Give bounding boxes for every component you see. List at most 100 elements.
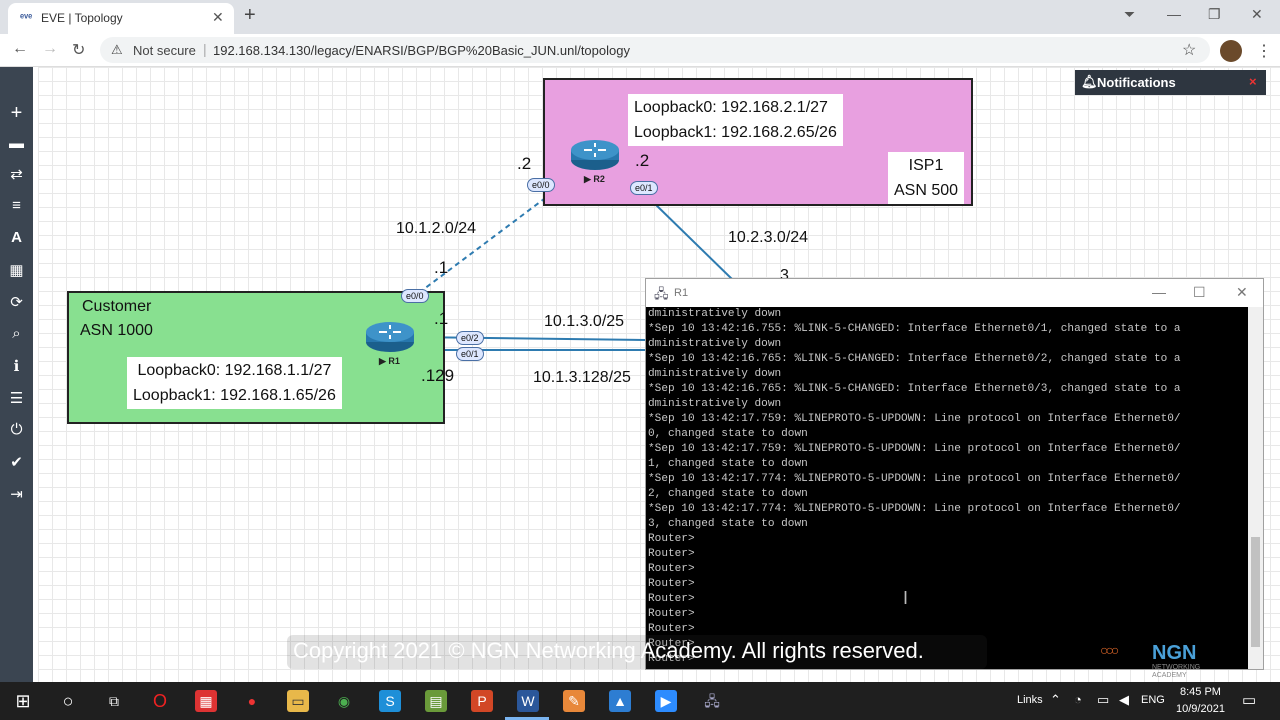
r3-partial-ip[interactable]: 3 <box>780 267 789 284</box>
terminal-scroll-thumb[interactable] <box>1251 537 1260 647</box>
url-bar[interactable]: ⚠ Not secure | 192.168.134.130/legacy/EN… <box>100 37 1210 63</box>
router-r1-icon[interactable] <box>365 320 415 354</box>
forward-icon[interactable]: → <box>42 40 58 57</box>
link-r1-e02 <box>409 336 646 341</box>
tray-time[interactable]: 8:45 PM <box>1180 686 1221 698</box>
opera-icon[interactable]: O <box>152 691 167 711</box>
chrome-icon[interactable]: ◉ <box>337 693 351 709</box>
grid-icon[interactable]: ▦ <box>9 262 24 279</box>
zoom-icon[interactable]: ⌕ <box>12 325 21 342</box>
r1-top-ip[interactable]: .1 <box>434 258 449 277</box>
r2-right-ip[interactable]: .2 <box>635 151 650 170</box>
customer-loopback0: Loopback0: 192.168.1.1/27 <box>137 362 332 379</box>
tab-eve-topology[interactable]: ᵉᵛᵉ EVE | Topology ✕ <box>8 3 234 34</box>
net-10-1-3[interactable]: 10.1.3.0/25 <box>544 313 625 330</box>
refresh-icon[interactable]: ⟳ <box>10 294 23 311</box>
zoom-icon[interactable]: ▶ <box>655 690 677 712</box>
terminal-title: R1 <box>674 287 689 299</box>
tray-language[interactable]: ENG <box>1141 694 1165 706</box>
iface-r1-e00[interactable]: e0/0 <box>401 289 429 303</box>
close-window-icon[interactable]: ✕ <box>1251 6 1263 22</box>
profile-avatar[interactable] <box>1220 40 1242 62</box>
word-active-indicator <box>505 717 549 720</box>
photos-icon[interactable]: ▲ <box>609 690 631 712</box>
router-r2-label[interactable]: ▶ R2 <box>584 174 605 184</box>
back-icon[interactable]: ← <box>12 40 28 57</box>
terminal-titlebar[interactable]: 🖧 R1 — ☐ ✕ <box>646 279 1263 307</box>
notifications-label: Notifications <box>1097 75 1176 90</box>
info-icon[interactable]: ℹ <box>13 358 20 375</box>
customer-loopback1: Loopback1: 192.168.1.65/26 <box>133 387 336 404</box>
terminal-minimize-icon[interactable]: — <box>1152 284 1166 300</box>
net-10-1-2[interactable]: 10.1.2.0/24 <box>396 220 477 237</box>
r1-e02-ip[interactable]: .1 <box>434 309 449 328</box>
tray-wifi-icon[interactable]: ◔ <box>1074 692 1082 707</box>
isp1-asn-label[interactable]: ISP1 ASN 500 <box>888 152 965 204</box>
net-10-2-3[interactable]: 10.2.3.0/24 <box>728 229 809 246</box>
device-icon[interactable]: ▬ <box>9 135 24 152</box>
task-view-icon[interactable]: ⧉ <box>109 693 119 709</box>
search-circle-icon[interactable]: ○ <box>62 691 74 711</box>
logout-icon[interactable]: ⇥ <box>10 486 23 503</box>
paint-icon[interactable]: ✎ <box>563 690 585 712</box>
terminal-line: Router> <box>648 623 695 635</box>
tray-volume-icon[interactable]: ◀ <box>1119 692 1129 707</box>
customer-loopback-label[interactable]: Loopback0: 192.168.1.1/27 Loopback1: 192… <box>127 357 342 409</box>
terminal-window-r1[interactable]: 🖧 R1 — ☐ ✕ dministratively down*Sep 10 1… <box>645 278 1264 670</box>
reload-icon[interactable]: ↻ <box>72 42 86 59</box>
skype-icon[interactable]: S <box>379 690 401 712</box>
check-icon[interactable]: ✔ <box>10 454 23 471</box>
terminal-maximize-icon[interactable]: ☐ <box>1193 284 1206 300</box>
iface-r2-e01[interactable]: e0/1 <box>630 181 658 195</box>
tray-chevron-icon[interactable]: ⌃ <box>1050 692 1061 707</box>
links-toolbar[interactable]: Links <box>1017 694 1043 706</box>
network-icon[interactable]: ⇄ <box>10 166 23 183</box>
file-explorer-icon[interactable]: ▭ <box>287 690 309 712</box>
url-separator: | <box>203 41 207 57</box>
minimize-icon[interactable]: — <box>1167 6 1181 22</box>
bookmark-star-icon[interactable]: ☆ <box>1182 42 1197 59</box>
app-grid-icon[interactable]: ▦ <box>195 690 217 712</box>
powerpoint-icon[interactable]: P <box>471 690 493 712</box>
not-secure-label[interactable]: Not secure <box>133 43 196 58</box>
iface-r1-e01[interactable]: e0/1 <box>456 347 484 361</box>
notifications-close-icon[interactable]: × <box>1249 74 1257 89</box>
tray-network-icon[interactable]: ▭ <box>1097 692 1110 707</box>
profile-menu-icon[interactable]: ⏷ <box>1124 6 1136 22</box>
word-icon[interactable]: W <box>517 690 539 712</box>
network-app-icon[interactable]: 🖧 <box>704 693 720 709</box>
iface-r2-e00[interactable]: e0/0 <box>527 178 555 192</box>
tray-date[interactable]: 10/9/2021 <box>1176 703 1225 715</box>
terminal-line: Router> <box>648 548 695 560</box>
record-icon[interactable]: ● <box>247 693 257 709</box>
new-tab-button[interactable]: + <box>244 4 256 26</box>
plus-icon[interactable]: + <box>10 102 23 124</box>
r1-e01-ip[interactable]: .129 <box>421 366 455 385</box>
windows-start-icon[interactable]: ⊞ <box>15 691 31 711</box>
terminal-output[interactable]: dministratively down*Sep 10 13:42:16.755… <box>646 307 1248 669</box>
iface-r1-e02[interactable]: e0/2 <box>456 331 484 345</box>
restore-icon[interactable]: ❐ <box>1208 6 1221 22</box>
router-r2-icon[interactable] <box>570 138 620 172</box>
isp1-loopback-label[interactable]: Loopback0: 192.168.2.1/27 Loopback1: 192… <box>628 94 843 146</box>
power-icon[interactable]: ⏻ <box>10 421 23 438</box>
list-icon[interactable]: ≡ <box>12 197 21 214</box>
notes-icon[interactable]: ▤ <box>425 690 447 712</box>
terminal-scrollbar[interactable] <box>1248 307 1263 669</box>
action-center-icon[interactable]: ▭ <box>1242 692 1257 709</box>
terminal-line: *Sep 10 13:42:17.774: %LINEPROTO-5-UPDOW… <box>648 473 1181 485</box>
browser-menu-icon[interactable]: ⋮ <box>1256 43 1272 60</box>
url-text[interactable]: 192.168.134.130/legacy/ENARSI/BGP/BGP%20… <box>213 43 630 58</box>
notifications-panel[interactable]: 🔔︎ Notifications × <box>1075 70 1266 95</box>
net-10-1-3-128[interactable]: 10.1.3.128/25 <box>533 369 631 386</box>
isp1-loopback1: Loopback1: 192.168.2.65/26 <box>634 124 837 141</box>
text-icon[interactable]: A <box>11 229 22 246</box>
terminal-line: Router> <box>648 578 695 590</box>
router-r1-label[interactable]: ▶ R1 <box>379 356 400 366</box>
tab-close-icon[interactable]: ✕ <box>212 9 224 25</box>
r2-left-ip[interactable]: .2 <box>517 154 532 173</box>
log-icon[interactable]: ☰ <box>9 390 24 407</box>
copyright-watermark: Copyright 2021 © NGN Networking Academy.… <box>287 635 987 669</box>
terminal-close-icon[interactable]: ✕ <box>1236 284 1248 300</box>
